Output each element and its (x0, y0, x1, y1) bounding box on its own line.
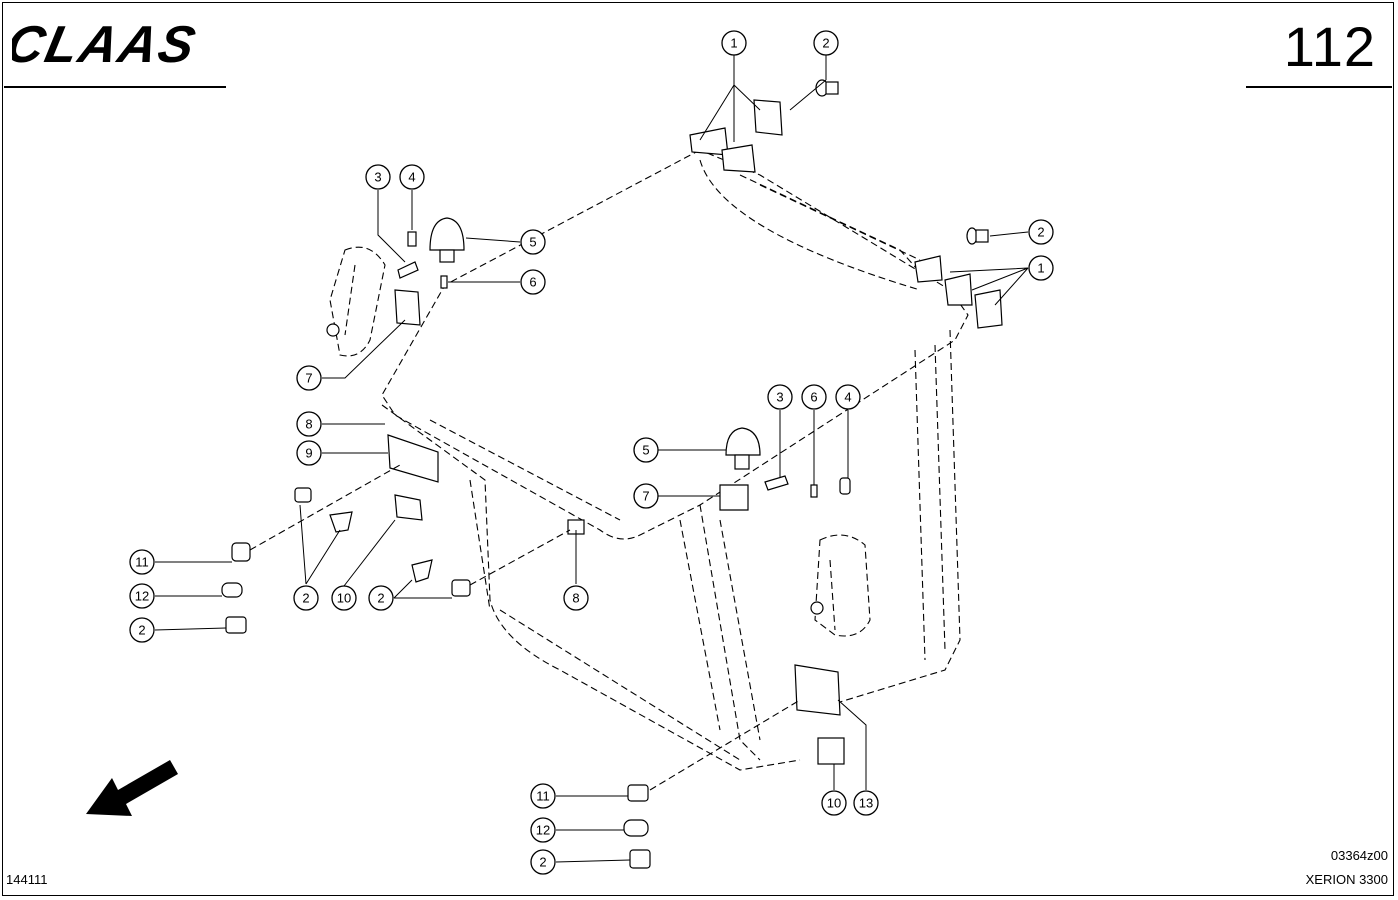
work-lights (387, 99, 1003, 765)
svg-text:5: 5 (642, 443, 649, 458)
logo-underline (4, 86, 226, 88)
callout-10a: 10 (331, 585, 357, 611)
drawing-code: 03364z00 (1330, 848, 1388, 863)
claas-logo: CLAAS (12, 20, 202, 70)
svg-text:13: 13 (859, 796, 873, 811)
callout-7a: 7 (296, 365, 322, 391)
callout-11b: 11 (530, 783, 556, 809)
svg-text:5: 5 (529, 235, 536, 250)
svg-text:2: 2 (302, 591, 309, 606)
svg-text:10: 10 (827, 796, 841, 811)
svg-text:8: 8 (572, 591, 579, 606)
svg-text:1: 1 (730, 36, 737, 51)
left-mirror (326, 246, 386, 357)
page-number-underline (1246, 86, 1392, 88)
callout-12a: 12 (129, 583, 155, 609)
callout-10b: 10 (821, 790, 847, 816)
callout-3a: 3 (365, 164, 391, 190)
direction-arrow-icon (86, 760, 178, 816)
right-mirror (810, 534, 871, 637)
figure-id: 144111 (6, 872, 48, 887)
svg-text:12: 12 (135, 589, 149, 604)
callout-6b: 6 (801, 384, 827, 410)
svg-text:2: 2 (138, 623, 145, 638)
callout-12b: 12 (530, 817, 556, 843)
svg-text:2: 2 (1037, 225, 1044, 240)
svg-text:3: 3 (776, 390, 783, 405)
callout-1a: 1 (721, 30, 747, 56)
svg-text:2: 2 (539, 855, 546, 870)
svg-text:3: 3 (374, 170, 381, 185)
svg-text:6: 6 (529, 275, 536, 290)
bulbs (221, 79, 989, 869)
brand-text: CLAAS (12, 20, 202, 70)
callout-2d: 2 (129, 617, 155, 643)
svg-text:4: 4 (408, 170, 415, 185)
svg-text:9: 9 (305, 446, 312, 461)
callout-2b: 2 (1028, 219, 1054, 245)
callout-5b: 5 (633, 437, 659, 463)
rotating-beacons (429, 217, 761, 470)
callout-2a: 2 (813, 30, 839, 56)
callout-1b: 1 (1028, 255, 1054, 281)
callout-4b: 4 (835, 384, 861, 410)
callout-3b: 3 (767, 384, 793, 410)
callout-6a: 6 (520, 269, 546, 295)
svg-text:12: 12 (536, 823, 550, 838)
svg-text:6: 6 (810, 390, 817, 405)
svg-text:7: 7 (305, 371, 312, 386)
svg-text:11: 11 (135, 555, 149, 570)
svg-text:2: 2 (377, 591, 384, 606)
svg-text:11: 11 (536, 789, 550, 804)
leader-lines (154, 55, 1029, 863)
svg-text:1: 1 (1037, 261, 1044, 276)
svg-text:8: 8 (305, 417, 312, 432)
callout-2f: 2 (530, 849, 556, 875)
cab-outline (381, 149, 969, 771)
model-name: XERION 3300 (1305, 872, 1388, 887)
callout-2e: 2 (368, 585, 394, 611)
svg-text:4: 4 (844, 390, 851, 405)
callout-5a: 5 (520, 229, 546, 255)
callout-7b: 7 (633, 483, 659, 509)
callout-4a: 4 (399, 164, 425, 190)
callout-8a: 8 (296, 411, 322, 437)
svg-text:10: 10 (337, 591, 351, 606)
svg-text:7: 7 (642, 489, 649, 504)
svg-text:2: 2 (822, 36, 829, 51)
callout-2c: 2 (293, 585, 319, 611)
callout-9: 9 (296, 440, 322, 466)
page-number: 112 (1283, 15, 1376, 78)
callout-11a: 11 (129, 549, 155, 575)
callout-8b: 8 (563, 585, 589, 611)
callout-13: 13 (853, 790, 879, 816)
